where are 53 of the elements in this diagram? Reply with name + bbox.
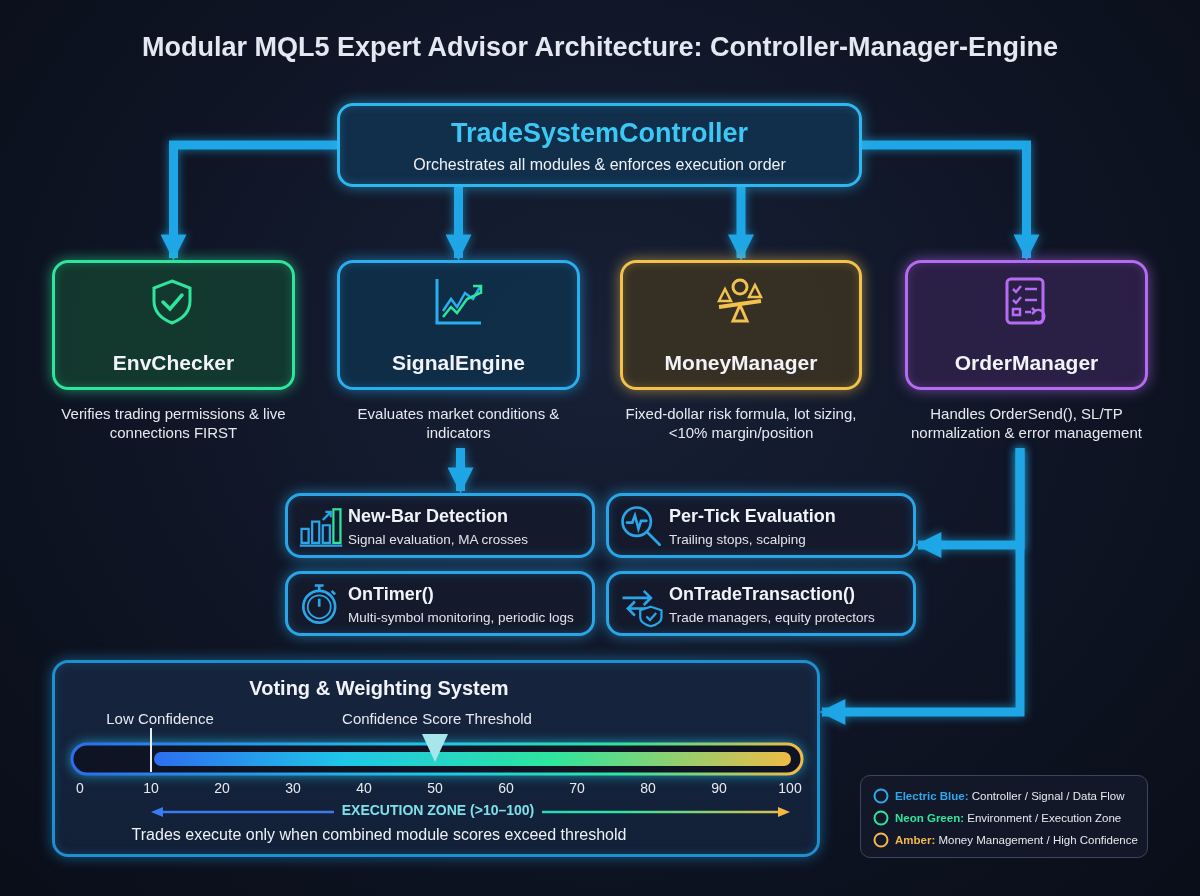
event-box bbox=[285, 493, 595, 558]
module-box bbox=[52, 260, 295, 390]
flow-arrow bbox=[819, 448, 1025, 725]
tick-label: 10 bbox=[143, 780, 159, 796]
flow-arrow bbox=[862, 140, 1040, 261]
tick-label: 30 bbox=[285, 780, 301, 796]
module-title: OrderManager bbox=[953, 351, 1100, 375]
panel-note: Trades execute only when combined module scores exceed threshold bbox=[130, 826, 628, 844]
event-title: Per-Tick Evaluation bbox=[669, 506, 836, 527]
event-title: OnTradeTransaction() bbox=[669, 584, 856, 605]
event-title: OnTimer() bbox=[348, 584, 434, 605]
module-box bbox=[620, 260, 862, 390]
tick-label: 70 bbox=[569, 780, 585, 796]
event-description: Trailing stops, scalping bbox=[669, 532, 806, 547]
legend-text: Neon Green: Environment / Execution Zone bbox=[895, 812, 1122, 824]
flow-arrow bbox=[445, 187, 472, 261]
event-box bbox=[606, 493, 916, 558]
tick-label: 0 bbox=[76, 780, 84, 796]
scale-label: Confidence Score Threshold bbox=[342, 710, 532, 727]
controller-title: TradeSystemController bbox=[449, 118, 750, 149]
module-description: Fixed-dollar risk formula, lot sizing, <10% margin/position bbox=[624, 404, 858, 442]
legend-text: Electric Blue: Controller / Signal / Data Flow bbox=[895, 790, 1125, 802]
module-title: SignalEngine bbox=[391, 351, 526, 375]
panel-heading: Voting & Weighting System bbox=[248, 677, 510, 700]
event-description: Signal evaluation, MA crosses bbox=[348, 532, 529, 547]
module-title: MoneyManager bbox=[663, 351, 819, 375]
module-description: Evaluates market conditions & indicators bbox=[356, 404, 561, 442]
legend-text: Amber: Money Management / High Confidence bbox=[895, 834, 1138, 846]
zone-label: EXECUTION ZONE (>10–100) bbox=[341, 802, 535, 818]
event-box bbox=[606, 571, 916, 636]
flow-arrow bbox=[160, 140, 337, 261]
tick-label: 100 bbox=[778, 780, 802, 796]
event-description: Multi-symbol monitoring, periodic logs bbox=[348, 610, 574, 625]
controller-subtitle: Orchestrates all modules & enforces execution order bbox=[412, 156, 787, 174]
flow-arrow bbox=[447, 448, 474, 494]
module-description: Handles OrderSend(), SL/TP normalization & error management bbox=[910, 404, 1143, 442]
tick-label: 40 bbox=[356, 780, 372, 796]
diagram-title: Modular MQL5 Expert Advisor Architecture: Controller-Manager-Engine bbox=[140, 32, 1060, 63]
event-title: New-Bar Detection bbox=[348, 506, 509, 527]
tick-label: 20 bbox=[214, 780, 230, 796]
event-description: Trade managers, equity protectors bbox=[669, 610, 875, 625]
tick-label: 50 bbox=[427, 780, 443, 796]
module-description: Verifies trading permissions & live connections FIRST bbox=[60, 404, 287, 442]
controller-box bbox=[337, 103, 862, 187]
scale-label: Low Confidence bbox=[106, 710, 214, 727]
tick-label: 90 bbox=[711, 780, 727, 796]
event-box bbox=[285, 571, 595, 636]
tick-label: 60 bbox=[498, 780, 514, 796]
module-title: EnvChecker bbox=[111, 351, 236, 375]
tick-label: 80 bbox=[640, 780, 656, 796]
module-box bbox=[337, 260, 580, 390]
module-box bbox=[905, 260, 1148, 390]
flow-arrow bbox=[728, 187, 754, 261]
